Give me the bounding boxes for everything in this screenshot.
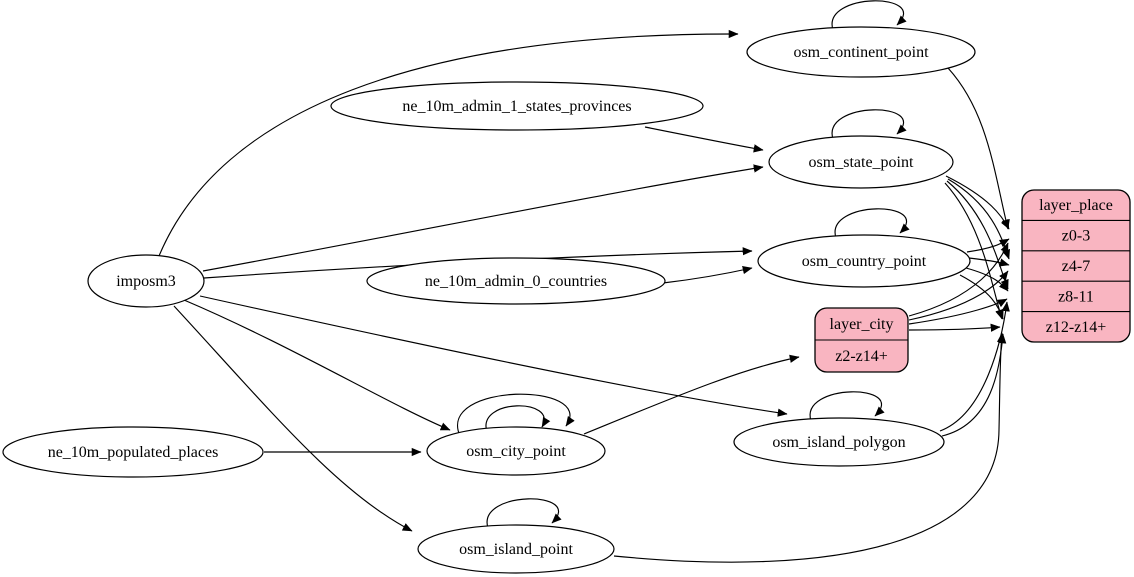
- node-ne_10m_admin_1_states_provinces: ne_10m_admin_1_states_provinces: [330, 81, 704, 131]
- nodes-layer: imposm3 ne_10m_admin_1_states_provincesne…: [2, 26, 1131, 574]
- edge-osm_state_point-to-layer_place-z0-3: [945, 175, 1010, 230]
- table-ellipse: [426, 426, 606, 476]
- edge-layer_city-to-layer_place-z8-11: [908, 298, 1008, 325]
- record-row-z12-z14+: z12-z14+: [1046, 319, 1107, 336]
- table-label: ne_10m_admin_1_states_provinces: [402, 98, 631, 115]
- record-title: layer_city: [830, 316, 894, 333]
- edge-imposm3-to-osm_city_point: [183, 299, 451, 431]
- edge-osm_city_point-to-osm_city_point-self2: [457, 393, 575, 437]
- edge-layer_city-to-layer_place-z0-3: [908, 242, 1009, 317]
- node-osm_island_polygon: osm_island_polygon: [733, 417, 945, 467]
- record-row-z2-z14+: z2-z14+: [835, 348, 888, 365]
- edge-osm_city_point-to-layer_city-z2-z14+: [583, 354, 800, 435]
- record-row-z8-11: z8-11: [1058, 288, 1094, 305]
- edge-osm_country_point-to-layer_place-z12-z14+: [959, 274, 1004, 320]
- table-label: osm_island_point: [459, 541, 573, 558]
- edge-osm_city_point-to-osm_city_point-self1: [485, 405, 551, 433]
- node-ne_10m_admin_0_countries: ne_10m_admin_0_countries: [366, 257, 666, 305]
- edge-osm_country_point-to-layer_place-z4-7: [968, 257, 1010, 267]
- table-ellipse: [87, 254, 205, 308]
- table-label: imposm3: [116, 273, 176, 290]
- node-osm_island_point: osm_island_point: [417, 524, 615, 574]
- table-label: osm_city_point: [466, 443, 566, 460]
- table-label: osm_island_polygon: [772, 434, 905, 451]
- table-label: osm_country_point: [802, 253, 927, 270]
- edge-ne_10m_admin_0_countries-to-osm_country_point: [662, 265, 753, 284]
- edge-imposm3-to-osm_continent_point: [158, 29, 739, 257]
- table-ellipse: [757, 234, 971, 288]
- table-ellipse: [366, 257, 666, 305]
- edge-osm_country_point-to-layer_place-z0-3: [966, 238, 1010, 253]
- table-label: osm_continent_point: [793, 44, 929, 61]
- edge-imposm3-to-osm_state_point: [202, 164, 764, 272]
- edge-layer_city-to-layer_place-z12-z14+: [908, 323, 1001, 332]
- edges-layer: [158, 0, 1011, 563]
- record-layer_city: layer_city z2-z14+: [814, 307, 909, 373]
- table-ellipse: [330, 81, 704, 131]
- node-osm_continent_point: osm_continent_point: [746, 26, 976, 78]
- edge-ne_10m_admin_1_states_provinces-to-osm_state_point: [644, 126, 764, 153]
- edge-osm_continent_point-to-layer_place-z0-3: [947, 67, 1010, 230]
- record-title: layer_place: [1039, 197, 1113, 214]
- node-imposm3: imposm3: [87, 254, 205, 308]
- edge-osm_country_point-to-layer_place-z8-11: [965, 267, 1009, 292]
- table-ellipse: [768, 135, 954, 189]
- table-label: ne_10m_populated_places: [48, 444, 219, 461]
- table-label: osm_state_point: [809, 154, 914, 171]
- edge-osm_state_point-to-osm_state_point-self1: [831, 109, 907, 140]
- record-layer_place: layer_place z0-3 z4-7 z8-11 z12-z14+: [1021, 189, 1131, 343]
- edge-osm_island_polygon-to-layer_place-z12-z14+: [941, 333, 1007, 437]
- edge-osm_country_point-to-osm_country_point-self1: [834, 208, 910, 239]
- edge-osm_continent_point-to-osm_continent_point-self1: [831, 0, 907, 31]
- edge-osm_island_polygon-to-osm_island_polygon-self1: [809, 391, 885, 422]
- node-ne_10m_populated_places: ne_10m_populated_places: [2, 426, 264, 478]
- edge-imposm3-to-osm_island_point: [173, 305, 413, 532]
- record-box: [1021, 189, 1131, 343]
- record-row-z4-7: z4-7: [1062, 258, 1090, 275]
- edge-layer_city-to-layer_place-z4-7: [908, 270, 1009, 321]
- edge-osm_island_point-to-layer_place-z12-z14+: [613, 332, 1006, 563]
- record-row-z0-3: z0-3: [1062, 228, 1090, 245]
- table-label: ne_10m_admin_0_countries: [425, 273, 607, 290]
- node-osm_city_point: osm_city_point: [426, 426, 606, 476]
- table-ellipse: [417, 524, 615, 574]
- edge-osm_island_polygon-to-layer_place-z8-11: [939, 301, 1010, 432]
- table-ellipse: [733, 417, 945, 467]
- node-osm_state_point: osm_state_point: [768, 135, 954, 189]
- edge-osm_island_point-to-osm_island_point-self1: [486, 498, 562, 529]
- edge-imposm3-to-osm_island_polygon: [199, 295, 788, 417]
- node-osm_country_point: osm_country_point: [757, 234, 971, 288]
- table-ellipse: [746, 26, 976, 78]
- table-ellipse: [2, 426, 264, 478]
